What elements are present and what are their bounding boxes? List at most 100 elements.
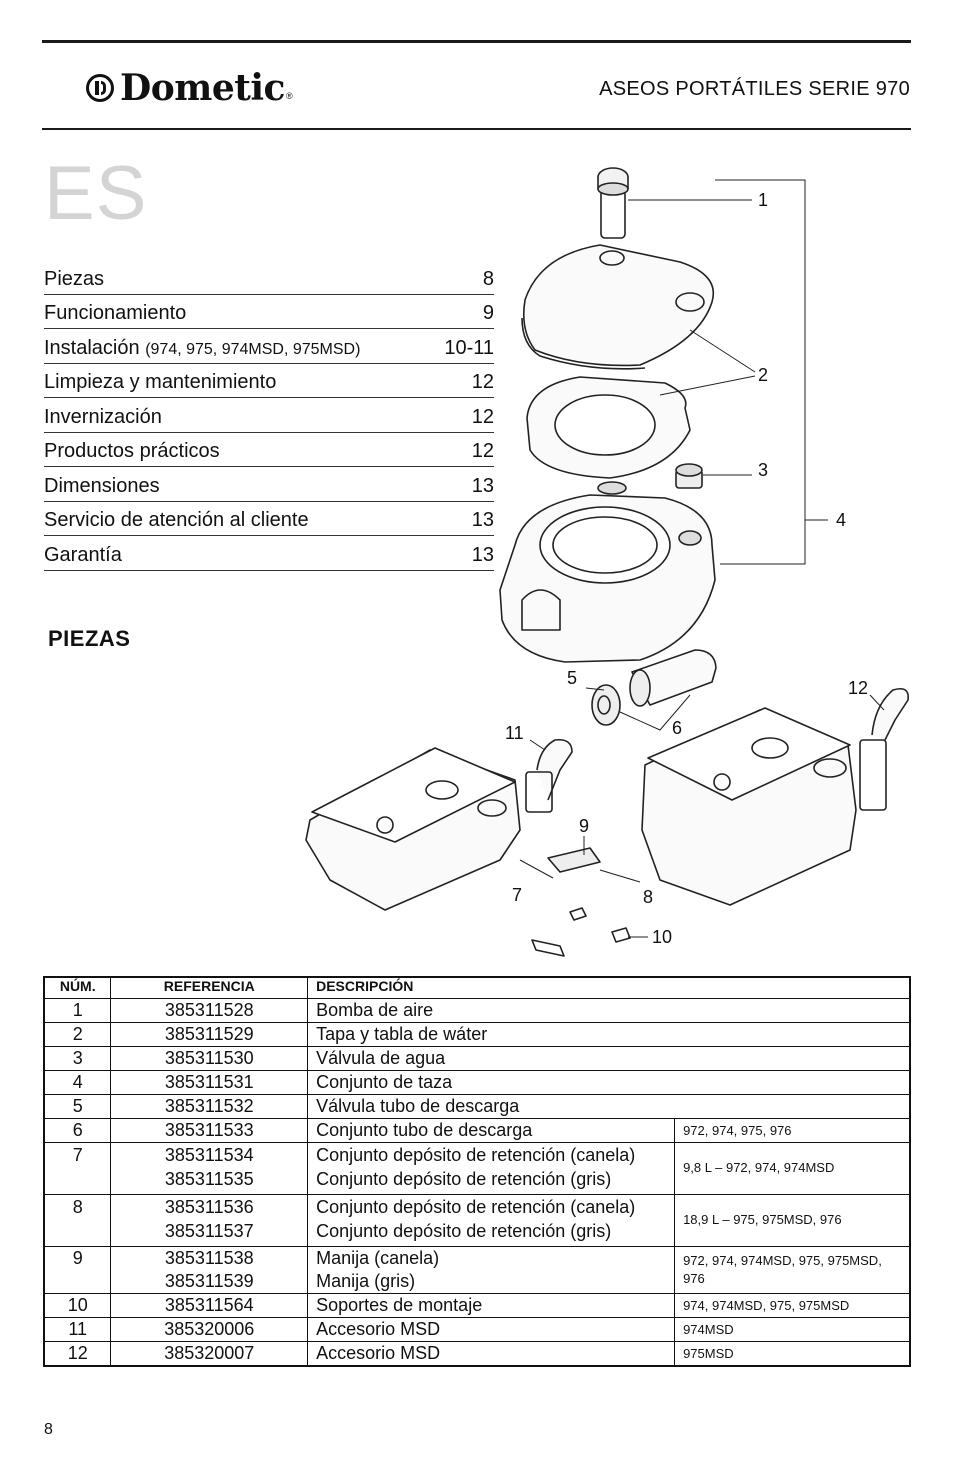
toc-item[interactable]: Funcionamiento 9	[44, 295, 494, 329]
cell-desc-alt: Conjunto depósito de retención (gris)	[316, 1168, 612, 1189]
cell-num: 6	[43, 1118, 112, 1143]
toc-label: Piezas	[44, 267, 105, 290]
callout-9: 9	[579, 816, 589, 836]
col-header-num: NÚM.	[43, 976, 112, 999]
cell-desc: Conjunto depósito de retención (canela)	[316, 1197, 636, 1217]
toc-item[interactable]: Instalación (974, 975, 974MSD, 975MSD) 10…	[44, 329, 494, 364]
cell-desc-group: Conjunto depósito de retención (canela)C…	[307, 1194, 676, 1247]
cell-num: 10	[43, 1293, 112, 1318]
cell-desc: Válvula de agua	[307, 1046, 911, 1071]
holding-tank-small-drawing	[305, 738, 573, 911]
callout-10: 10	[652, 927, 672, 947]
table-row: 6 385311533 Conjunto tubo de descarga 97…	[43, 1118, 911, 1143]
cell-desc: Soportes de montaje	[307, 1293, 676, 1318]
cell-models: 974MSD	[674, 1317, 911, 1342]
section-title: PIEZAS	[48, 626, 131, 651]
toc-page: 13	[471, 474, 494, 497]
seat-drawing	[526, 376, 691, 479]
cell-ref-alt: 385311535	[164, 1168, 254, 1189]
cell-num: 12	[43, 1341, 112, 1367]
toc-label: Dimensiones	[44, 474, 160, 497]
toc-item[interactable]: Invernización 12	[44, 398, 494, 433]
toc-page: 10-11	[444, 336, 494, 359]
cell-desc: Válvula tubo de descarga	[307, 1094, 911, 1119]
toc-page: 13	[471, 509, 494, 531]
callout-7: 7	[512, 885, 522, 905]
cell-models: 972, 974, 974MSD, 975, 975MSD, 976	[674, 1246, 911, 1294]
table-row: 11 385320006 Accesorio MSD 974MSD	[43, 1317, 911, 1342]
callout-4: 4	[836, 510, 846, 530]
cell-models: 9,8 L – 972, 974, 974MSD	[674, 1142, 911, 1195]
cell-desc: Tapa y tabla de wáter	[307, 1022, 911, 1047]
mounting-brackets-drawing	[531, 907, 631, 957]
cell-desc: Manija (canela)	[316, 1248, 440, 1268]
header-rule	[42, 128, 911, 130]
cell-desc: Conjunto de taza	[307, 1070, 911, 1095]
toc-item[interactable]: Limpieza y mantenimiento 12	[44, 364, 494, 398]
bowl-assembly-drawing	[499, 481, 716, 663]
table-row: 5 385311532 Válvula tubo de descarga	[43, 1094, 911, 1119]
callout-6: 6	[672, 718, 682, 738]
table-row: 1 385311528 Bomba de aire	[43, 998, 911, 1023]
toc-label: Servicio de atención al cliente	[44, 509, 309, 531]
cell-desc-alt: Manija (gris)	[316, 1271, 416, 1291]
callout-5: 5	[567, 668, 577, 688]
cell-num: 2	[43, 1022, 112, 1047]
toc-page: 13	[471, 543, 494, 566]
table-row: 3 385311530 Válvula de agua	[43, 1046, 911, 1071]
toc-page: 12	[471, 371, 494, 393]
table-row: 2 385311529 Tapa y tabla de wáter	[43, 1022, 911, 1047]
cell-ref: 385320007	[110, 1341, 309, 1367]
toc-item[interactable]: Servicio de atención al cliente 13	[44, 502, 494, 536]
cell-desc: Bomba de aire	[307, 998, 911, 1023]
toc-item[interactable]: Dimensiones 13	[44, 467, 494, 502]
brand-name: Dometic	[120, 67, 285, 109]
cell-ref: 385311530	[110, 1046, 309, 1071]
toc-label: Funcionamiento	[44, 302, 187, 324]
toc-label: Instalación	[44, 336, 140, 359]
cell-ref: 385311533	[110, 1118, 309, 1143]
cell-desc: Conjunto tubo de descarga	[307, 1118, 676, 1143]
toc-label: Productos prácticos	[44, 440, 220, 462]
callout-2: 2	[758, 365, 768, 385]
toc-label: Limpieza y mantenimiento	[44, 371, 277, 393]
col-header-desc: DESCRIPCIÓN	[307, 976, 911, 999]
cell-num: 5	[43, 1094, 112, 1119]
lid-drawing	[521, 244, 715, 370]
callout-11: 11	[505, 723, 524, 743]
language-code: ES	[44, 151, 148, 236]
discharge-valve-drawing	[591, 684, 621, 726]
exploded-parts-diagram: 1 2 3 4 5 6 7 8 9 10 11 12	[305, 167, 910, 957]
toc-page: 12	[471, 405, 494, 428]
toc-label: Invernización	[44, 405, 162, 428]
cell-num: 3	[43, 1046, 112, 1071]
col-header-ref: REFERENCIA	[110, 976, 309, 999]
cell-desc-group: Conjunto depósito de retención (canela)C…	[307, 1142, 676, 1195]
dometic-logo-icon	[86, 74, 114, 102]
cell-num: 11	[43, 1317, 112, 1342]
toc-note: (974, 975, 974MSD, 975MSD)	[145, 340, 361, 358]
cell-ref: 385311538	[164, 1248, 254, 1268]
holding-tank-large-drawing	[641, 687, 910, 906]
callout-1: 1	[758, 190, 768, 210]
dometic-logo: Dometic ®	[86, 70, 293, 106]
callout-12: 12	[848, 678, 868, 698]
cell-ref: 385311536	[164, 1197, 254, 1217]
cell-num: 1	[43, 998, 112, 1023]
page-number: 8	[44, 1421, 53, 1438]
cell-ref: 385311532	[110, 1094, 309, 1119]
table-header-row: NÚM. REFERENCIA DESCRIPCIÓN	[43, 976, 911, 999]
cell-ref: 385311528	[110, 998, 309, 1023]
table-row: 12 385320007 Accesorio MSD 975MSD	[43, 1341, 911, 1367]
table-row: 10 385311564 Soportes de montaje 974, 97…	[43, 1293, 911, 1318]
toc-page: 9	[482, 302, 494, 324]
cell-ref: 385311529	[110, 1022, 309, 1047]
cell-ref: 385320006	[110, 1317, 309, 1342]
